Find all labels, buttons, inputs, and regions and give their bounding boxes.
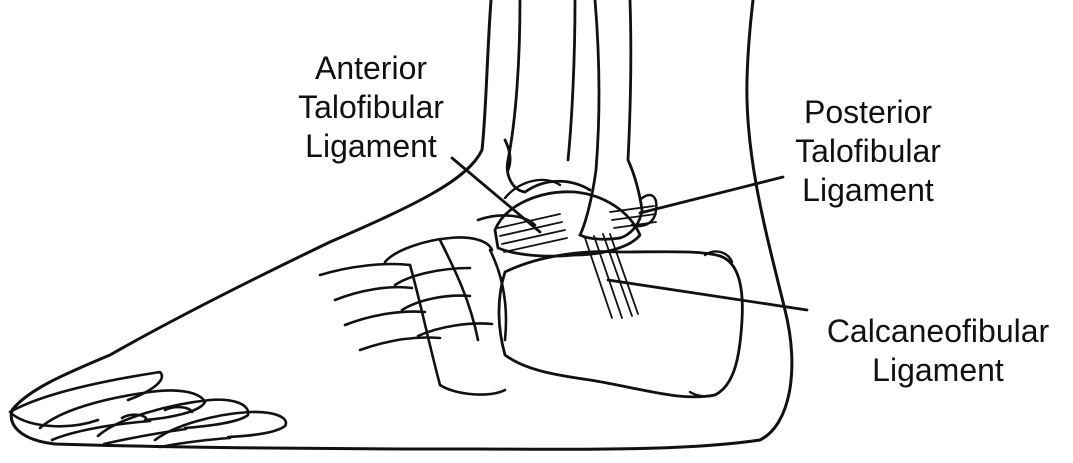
leader-calcaneofibular <box>606 278 809 312</box>
tibia <box>503 0 592 194</box>
label-calcaneofibular-ligament: Calcaneofibular Ligament <box>826 313 1050 388</box>
skin-outline <box>9 0 794 451</box>
toes <box>8 370 288 449</box>
leader-posterior <box>638 175 785 215</box>
talus <box>493 190 642 258</box>
label-anterior-talofibular-ligament: Anterior Talofibular Ligament <box>298 50 444 164</box>
calcaneus <box>497 250 744 399</box>
label-posterior-talofibular-ligament: Posterior Talofibular Ligament <box>795 94 941 208</box>
leader-anterior <box>450 156 542 234</box>
midfoot-bones <box>318 214 537 396</box>
leader-lines <box>450 156 809 312</box>
